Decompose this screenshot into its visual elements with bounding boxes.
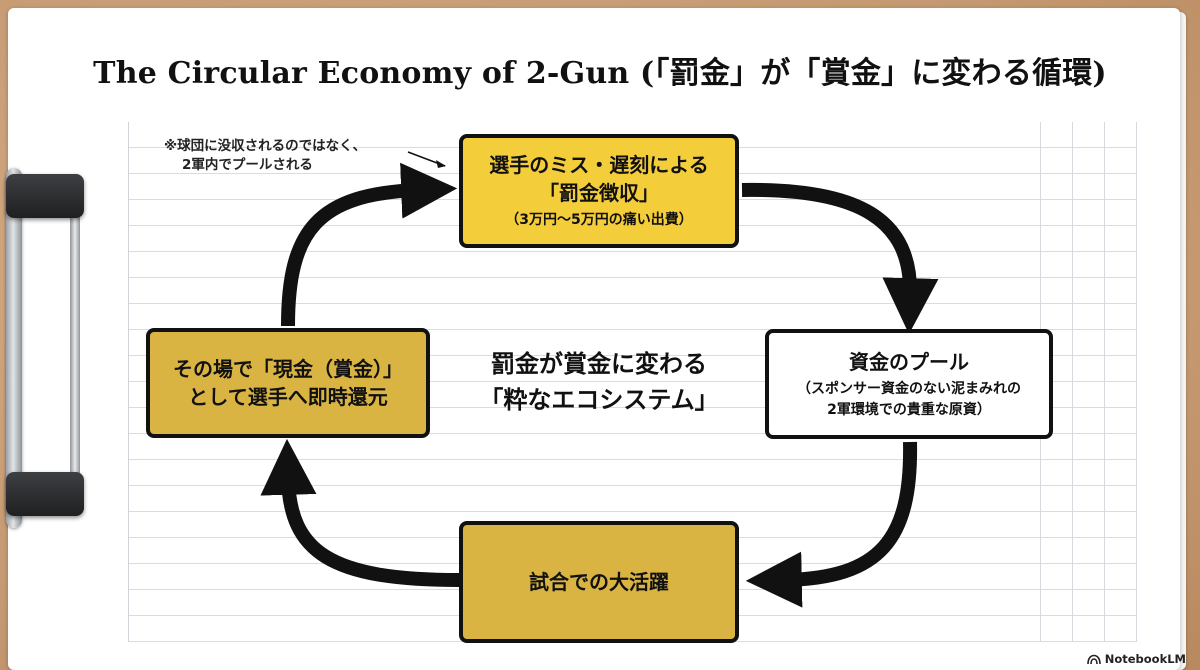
node-fund-pool: 資金のプール （スポンサー資金のない泥まみれの 2軍環境での貴重な原資）: [765, 329, 1053, 439]
pool-note-line1: ※球団に没収されるのではなく、: [164, 138, 367, 154]
node-penalty-collection: 選手のミス・遅刻による 「罰金徴収」 （3万円〜5万円の痛い出費）: [459, 134, 739, 248]
arrow-penalty-to-pool: [741, 182, 939, 335]
arrow-pool-to-game: [745, 441, 918, 608]
node-penalty-sub: （3万円〜5万円の痛い出費）: [505, 212, 693, 228]
node-cash-reward: その場で「現金（賞金）」 として選手へ即時還元: [146, 328, 430, 438]
notebooklm-logo-icon: [1086, 654, 1101, 664]
grid-column-line: [1072, 122, 1073, 642]
grid-column-line: [1136, 122, 1137, 642]
clipboard-clip-bottom: [6, 472, 84, 516]
node-pool-sub1: （スポンサー資金のない泥まみれの: [797, 380, 1021, 397]
notebooklm-watermark: NotebookLM: [1086, 652, 1186, 666]
node-penalty-line2: 「罰金徴収」: [539, 181, 659, 205]
node-cash-line2: として選手へ即時還元: [188, 385, 388, 409]
clipboard-clip-top: [6, 174, 84, 218]
clipboard-clip-rod: [70, 206, 80, 488]
center-caption-line1: 罰金が賞金に変わる: [491, 350, 707, 378]
node-game-performance: 試合での大活躍: [459, 521, 739, 643]
grid-column-line: [1104, 122, 1105, 642]
node-cash-line1: その場で「現金（賞金）」: [173, 357, 403, 381]
pool-note-line2: 2軍内でプールされる: [182, 157, 313, 173]
node-pool-sub2: 2軍環境での貴重な原資）: [827, 401, 991, 418]
center-caption: 罰金が賞金に変わる 「粋なエコシステム」: [456, 346, 742, 418]
arrow-cash-to-penalty: [281, 162, 458, 327]
pool-note: ※球団に没収されるのではなく、 2軍内でプールされる: [164, 137, 366, 175]
node-penalty-line1: 選手のミス・遅刻による: [489, 153, 709, 177]
clipboard-clip-bar: [6, 168, 22, 528]
center-caption-line2: 「粋なエコシステム」: [479, 386, 719, 414]
node-pool-line1: 資金のプール: [849, 349, 969, 374]
arrow-game-to-cash: [260, 438, 460, 587]
node-game-line1: 試合での大活躍: [529, 570, 669, 594]
diagram-title: The Circular Economy of 2-Gun (「罰金」が「賞金」…: [93, 56, 1107, 91]
note-pointer-head: [436, 160, 446, 168]
brand-label: NotebookLM: [1104, 652, 1186, 666]
